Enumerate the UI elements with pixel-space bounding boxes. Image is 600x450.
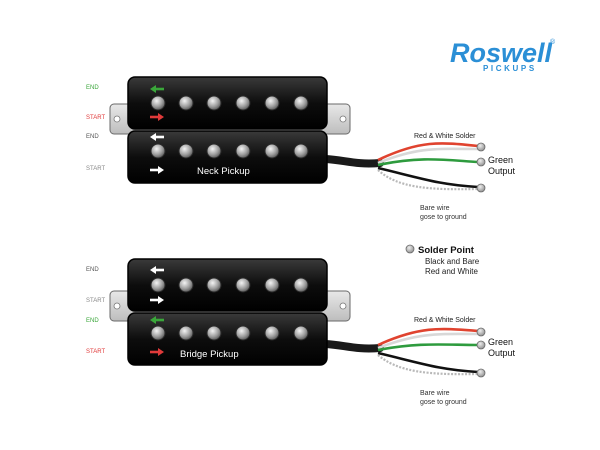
- bridge-top-end-label: END: [86, 267, 99, 273]
- neck-cable: [321, 155, 384, 168]
- legend-line-1: Black and Bare: [425, 257, 480, 266]
- neck-mount-hole-left: [113, 115, 121, 123]
- bridge-solder-point-green: [476, 340, 486, 350]
- bridge-mount-hole-right: [339, 302, 347, 310]
- neck-green-label: Green: [488, 155, 513, 165]
- bridge-bare-label-1: Bare wire: [420, 390, 450, 397]
- neck-top-end-label: END: [86, 85, 99, 91]
- neck-top-start-label: START: [86, 115, 105, 121]
- bridge-top-pole-piece-1: [150, 277, 166, 293]
- bridge-output-label: Output: [488, 348, 516, 358]
- bridge-bottom-pole-piece-6: [293, 325, 309, 341]
- neck-arrow-bottom-end-icon: [150, 133, 164, 141]
- legend-line-2: Red and White: [425, 267, 478, 276]
- neck-arrow-top-start-icon: [150, 113, 164, 121]
- bridge-mount-hole-left: [113, 302, 121, 310]
- bridge-bottom-pole-piece-2: [178, 325, 194, 341]
- bridge-top-pole-piece-4: [235, 277, 251, 293]
- bridge-pickup-labels: END START END START: [86, 267, 105, 355]
- neck-arrow-top-end-icon: [150, 85, 164, 93]
- bridge-top-pole-piece-6: [293, 277, 309, 293]
- bridge-bare-wire: [377, 354, 479, 376]
- neck-white-wire: [377, 147, 479, 165]
- bridge-arrow-bottom-end-icon: [150, 316, 164, 324]
- bridge-bottom-pole-piece-1: [150, 325, 166, 341]
- neck-pickup-name: Neck Pickup: [197, 166, 250, 177]
- neck-bottom-pole-piece-1: [150, 143, 166, 159]
- bridge-arrow-bottom-start-icon: [150, 348, 164, 356]
- bridge-black-wire: [377, 351, 479, 374]
- neck-black-wire: [377, 166, 479, 189]
- neck-top-pole-row: [150, 95, 309, 111]
- neck-arrow-bottom-start-icon: [150, 166, 164, 174]
- neck-bottom-end-label: END: [86, 134, 99, 140]
- brand-registered-mark: ®: [550, 38, 556, 46]
- neck-top-pole-piece-6: [293, 95, 309, 111]
- bridge-solder-point-red-white: [476, 327, 486, 337]
- neck-top-coil: [127, 76, 328, 130]
- neck-bottom-pole-piece-4: [235, 143, 251, 159]
- neck-top-pole-piece-3: [206, 95, 222, 111]
- neck-solder-point-black-bare: [476, 183, 486, 193]
- brand-subtitle: PICKUPS: [483, 64, 537, 73]
- solder-point-legend: Solder Point Black and Bare Red and Whit…: [405, 244, 480, 276]
- neck-pickup-labels: END START END START: [86, 85, 105, 172]
- neck-red-wire: [377, 142, 479, 162]
- bridge-top-pole-row: [150, 277, 309, 293]
- neck-bottom-pole-piece-5: [264, 143, 280, 159]
- bridge-bottom-end-label: END: [86, 318, 99, 324]
- bridge-wire-bundle: [377, 327, 479, 376]
- bridge-top-coil: [127, 258, 328, 312]
- neck-bottom-start-label: START: [86, 166, 105, 172]
- neck-bare-label-2: gose to ground: [420, 214, 467, 221]
- bridge-bottom-coil: [127, 312, 328, 366]
- neck-top-pole-piece-5: [264, 95, 280, 111]
- neck-bottom-coil: [127, 130, 328, 184]
- bridge-top-start-label: START: [86, 298, 105, 304]
- bridge-top-pole-piece-2: [178, 277, 194, 293]
- bridge-solder-point-black-bare: [476, 368, 486, 378]
- bridge-red-white-label: Red & White Solder: [414, 317, 476, 324]
- bridge-arrow-top-start-icon: [150, 296, 164, 304]
- neck-bottom-pole-piece-2: [178, 143, 194, 159]
- bridge-pickup-name: Bridge Pickup: [180, 349, 239, 360]
- bridge-red-wire: [377, 327, 479, 347]
- bridge-white-wire: [377, 332, 479, 350]
- bridge-top-pole-piece-3: [206, 277, 222, 293]
- neck-bottom-pole-piece-6: [293, 143, 309, 159]
- brand-logo: Roswell ® PICKUPS: [450, 38, 556, 73]
- bridge-top-pole-piece-5: [264, 277, 280, 293]
- bridge-bottom-pole-piece-3: [206, 325, 222, 341]
- neck-solder-point-green: [476, 157, 486, 167]
- neck-top-pole-piece-1: [150, 95, 166, 111]
- neck-bare-label-1: Bare wire: [420, 205, 450, 212]
- neck-green-wire: [377, 158, 479, 167]
- neck-output-label: Output: [488, 166, 516, 176]
- neck-wire-bundle: [377, 142, 479, 191]
- brand-name: Roswell: [450, 38, 553, 68]
- neck-top-pole-piece-2: [178, 95, 194, 111]
- neck-bottom-pole-row: [150, 143, 309, 159]
- bridge-bottom-pole-row: [150, 325, 309, 341]
- bridge-cable: [321, 340, 384, 353]
- neck-bottom-pole-piece-3: [206, 143, 222, 159]
- neck-mount-hole-right: [339, 115, 347, 123]
- bridge-bottom-pole-piece-5: [264, 325, 280, 341]
- bridge-bottom-pole-piece-4: [235, 325, 251, 341]
- bridge-green-label: Green: [488, 337, 513, 347]
- bridge-green-wire: [377, 343, 479, 352]
- bridge-bottom-start-label: START: [86, 349, 105, 355]
- neck-solder-point-red-white: [476, 142, 486, 152]
- legend-title: Solder Point: [418, 245, 475, 256]
- neck-bare-wire: [377, 169, 479, 191]
- legend-solder-point-icon: [405, 244, 415, 254]
- bridge-arrow-top-end-icon: [150, 266, 164, 274]
- bridge-bare-label-2: gose to ground: [420, 399, 467, 406]
- neck-top-pole-piece-4: [235, 95, 251, 111]
- neck-red-white-label: Red & White Solder: [414, 133, 476, 140]
